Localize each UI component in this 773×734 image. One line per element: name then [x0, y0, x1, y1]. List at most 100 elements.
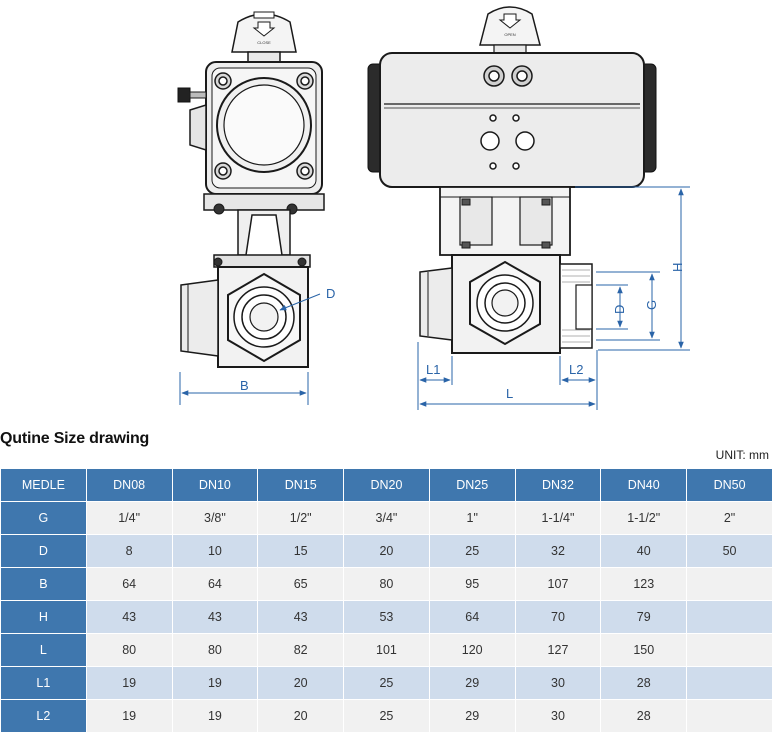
row-label: G — [0, 501, 87, 535]
row-label: D — [0, 534, 87, 568]
row-label: L1 — [0, 666, 87, 700]
table-cell: 10 — [171, 534, 259, 568]
table-cell: 123 — [600, 567, 688, 601]
dim-label-g: G — [644, 300, 659, 310]
table-row: D 8 10 15 20 25 32 40 50 — [0, 534, 773, 568]
table-row: L2 19 19 20 25 29 30 28 — [0, 699, 773, 733]
dim-label-l: L — [506, 386, 513, 401]
table-header-row: MEDLE DN08 DN10 DN15 DN20 DN25 DN32 DN40… — [0, 468, 773, 502]
open-indicator-label: OPEN — [504, 32, 515, 37]
section-title: Qutine Size drawing — [0, 430, 150, 447]
column-header: DN50 — [686, 468, 773, 502]
table-cell: 28 — [600, 699, 688, 733]
left-side-view: CLOSE — [177, 11, 325, 368]
table-cell: 30 — [514, 699, 602, 733]
row-label: L — [0, 633, 87, 667]
table-cell: 1-1/2" — [600, 501, 688, 535]
table-cell: 80 — [343, 567, 430, 601]
table-cell: 70 — [514, 600, 602, 634]
table-cell: 20 — [257, 699, 345, 733]
table-cell: 82 — [257, 633, 345, 667]
table-cell: 29 — [428, 666, 516, 700]
table-cell: 19 — [85, 666, 173, 700]
close-indicator-icon: CLOSE — [231, 11, 297, 53]
table-row: G 1/4" 3/8" 1/2" 3/4" 1" 1-1/4" 1-1/2" 2… — [0, 501, 773, 535]
table-cell: 29 — [428, 699, 516, 733]
table-cell: 107 — [514, 567, 602, 601]
table-cell: 28 — [600, 666, 688, 700]
table-cell: 95 — [428, 567, 516, 601]
table-cell: 65 — [257, 567, 345, 601]
table-cell: 15 — [257, 534, 345, 568]
table-cell — [686, 699, 773, 733]
table-cell: 25 — [428, 534, 516, 568]
header-label-cell: MEDLE — [0, 468, 87, 502]
column-header: DN32 — [514, 468, 602, 502]
table-cell: 1-1/4" — [514, 501, 602, 535]
table-cell: 127 — [514, 633, 602, 667]
table-cell — [686, 633, 773, 667]
table-cell: 20 — [257, 666, 345, 700]
table-cell — [686, 600, 773, 634]
table-cell: 30 — [514, 666, 602, 700]
dim-label-b: B — [240, 378, 249, 393]
column-header: DN20 — [343, 468, 430, 502]
table-row: L1 19 19 20 25 29 30 28 — [0, 666, 773, 700]
dim-label-d-left: D — [326, 286, 335, 301]
table-cell: 43 — [85, 600, 173, 634]
table-cell: 120 — [428, 633, 516, 667]
dim-label-l2: L2 — [569, 362, 583, 377]
column-header: DN40 — [600, 468, 688, 502]
table-cell: 43 — [171, 600, 259, 634]
row-label: H — [0, 600, 87, 634]
open-indicator-icon: OPEN — [479, 6, 541, 46]
valve-technical-drawing: CLOSE — [177, 6, 690, 410]
column-header: DN10 — [171, 468, 259, 502]
table-cell: 1" — [428, 501, 516, 535]
table-cell: 79 — [600, 600, 688, 634]
table-cell: 19 — [85, 699, 173, 733]
table-cell: 50 — [686, 534, 773, 568]
table-cell: 1/4" — [85, 501, 173, 535]
table-cell: 3/4" — [343, 501, 430, 535]
table-cell: 40 — [600, 534, 688, 568]
unit-label: UNIT: mm — [715, 448, 769, 462]
table-cell: 1/2" — [257, 501, 345, 535]
table-row: H 43 43 43 53 64 70 79 — [0, 600, 773, 634]
column-header: DN15 — [257, 468, 345, 502]
table-cell: 2" — [686, 501, 773, 535]
table-cell: 64 — [85, 567, 173, 601]
left-view-dimensions — [179, 293, 321, 405]
table-row: L 80 80 82 101 120 127 150 — [0, 633, 773, 667]
table-cell: 8 — [85, 534, 173, 568]
table-cell: 101 — [343, 633, 430, 667]
table-cell: 64 — [428, 600, 516, 634]
table-cell: 25 — [343, 666, 430, 700]
column-header: DN25 — [428, 468, 516, 502]
table-cell: 32 — [514, 534, 602, 568]
column-header: DN08 — [85, 468, 173, 502]
row-label: B — [0, 567, 87, 601]
row-label: L2 — [0, 699, 87, 733]
dim-label-l1: L1 — [426, 362, 440, 377]
size-table: MEDLE DN08 DN10 DN15 DN20 DN25 DN32 DN40… — [0, 468, 773, 733]
right-front-view: OPEN — [367, 6, 657, 354]
table-cell: 43 — [257, 600, 345, 634]
table-cell: 19 — [171, 699, 259, 733]
close-indicator-label: CLOSE — [257, 40, 271, 45]
table-cell: 3/8" — [171, 501, 259, 535]
table-cell: 64 — [171, 567, 259, 601]
right-view-dimensions — [417, 186, 690, 410]
table-row: B 64 64 65 80 95 107 123 — [0, 567, 773, 601]
table-cell: 80 — [85, 633, 173, 667]
table-cell — [686, 567, 773, 601]
table-cell: 19 — [171, 666, 259, 700]
table-cell: 25 — [343, 699, 430, 733]
dim-label-h: H — [670, 263, 685, 272]
table-cell: 53 — [343, 600, 430, 634]
table-cell: 80 — [171, 633, 259, 667]
table-cell: 20 — [343, 534, 430, 568]
table-cell: 150 — [600, 633, 688, 667]
table-cell — [686, 666, 773, 700]
dim-label-d-right: D — [612, 305, 627, 314]
